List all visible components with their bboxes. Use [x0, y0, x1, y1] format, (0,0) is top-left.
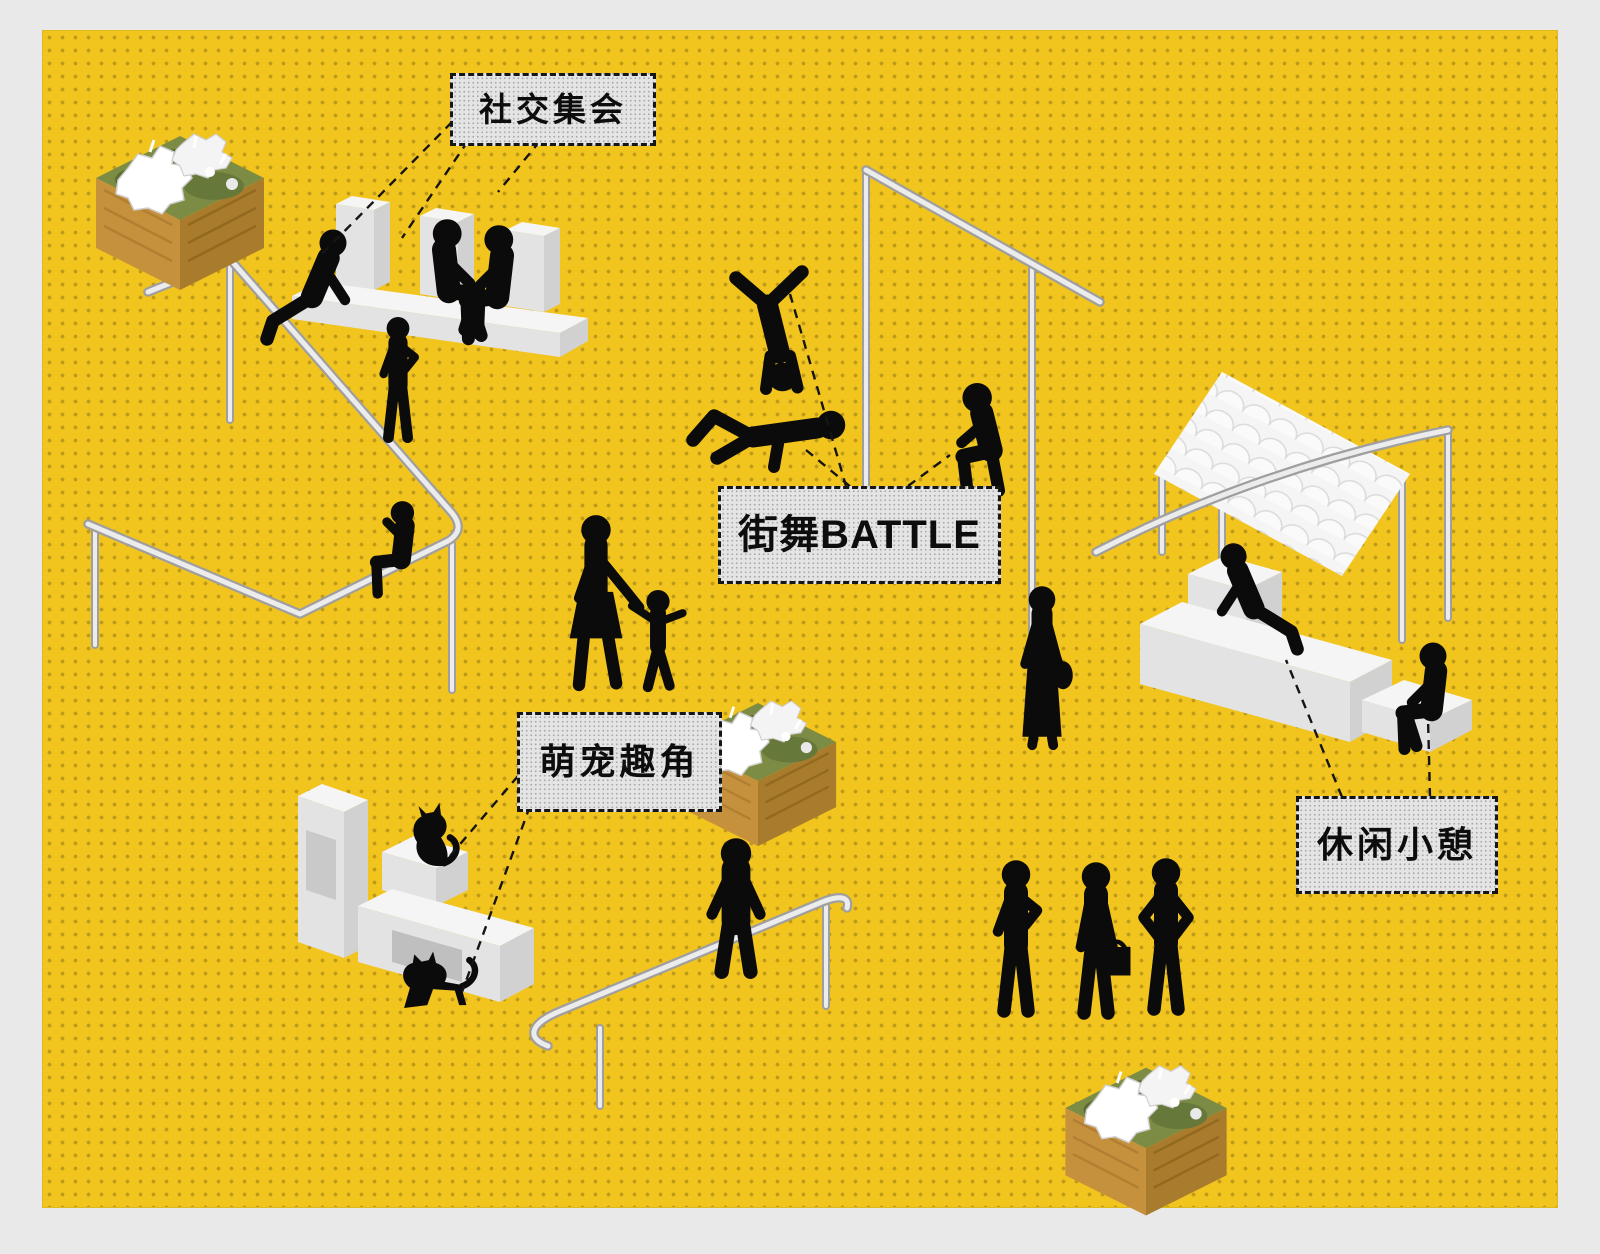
breakdancer-floor-silhouette [693, 411, 845, 467]
dotted-yellow-canvas [42, 30, 1558, 1208]
label-social-gathering: 社交集会 [450, 73, 656, 146]
label-leisure-rest: 休闲小憩 [1296, 796, 1498, 894]
planter-box [1063, 1064, 1229, 1217]
person-standing-bag-silhouette [1081, 862, 1131, 1013]
person-standing-hips-silhouette [1144, 858, 1189, 1009]
cat-sitting-silhouette [413, 803, 456, 866]
breakdancer-handstand-silhouette [736, 272, 802, 391]
label-street-dance-battle: 街舞BATTLE [718, 486, 1001, 584]
label-pet-corner: 萌宠趣角 [517, 712, 722, 812]
person-standing-phone-silhouette [998, 860, 1037, 1011]
person-sitting-railing-silhouette [376, 501, 414, 593]
person-sitting-railing-back-silhouette [712, 838, 760, 972]
mother-walking-silhouette [570, 515, 640, 685]
handrails [83, 165, 1453, 1110]
person-squatting-silhouette [962, 383, 999, 495]
leader-lines [319, 121, 1432, 993]
